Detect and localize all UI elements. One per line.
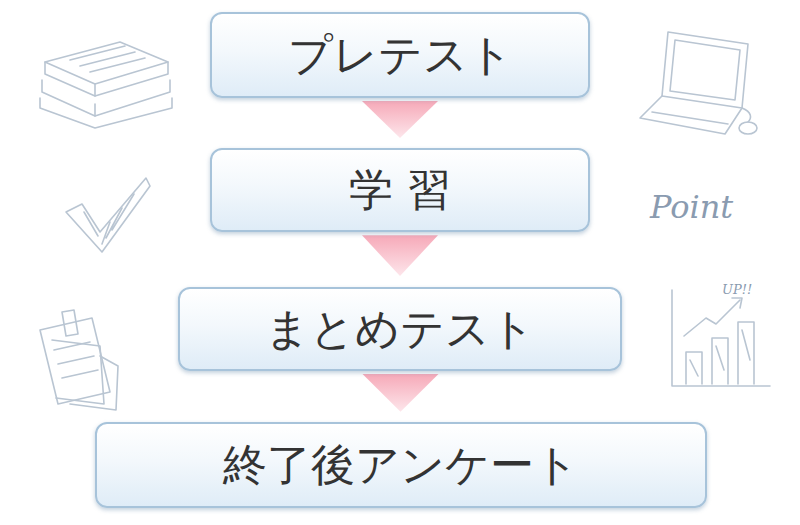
- laptop-sketch: [640, 32, 757, 134]
- book-stack-sketch: [40, 42, 172, 128]
- process-box: まとめテスト: [178, 287, 622, 371]
- process-box: プレテスト: [210, 12, 590, 98]
- sketch-label: UP!!: [722, 282, 752, 297]
- process-box: 終了後アンケート: [95, 422, 707, 508]
- step-label: プレテスト: [288, 31, 513, 79]
- checkmark-sketch: [66, 178, 150, 252]
- bar-chart-sketch: [672, 290, 770, 386]
- flow-arrow: [362, 101, 438, 138]
- step-label: 終了後アンケート: [223, 441, 579, 489]
- step-label: 学 習: [349, 166, 451, 214]
- flow-arrow: [363, 374, 439, 412]
- process-box: 学 習: [210, 148, 590, 232]
- sketch-label: Point: [650, 188, 733, 226]
- flow-arrow: [362, 235, 438, 276]
- step-label: まとめテスト: [265, 305, 535, 353]
- notes-sketch: [40, 310, 118, 410]
